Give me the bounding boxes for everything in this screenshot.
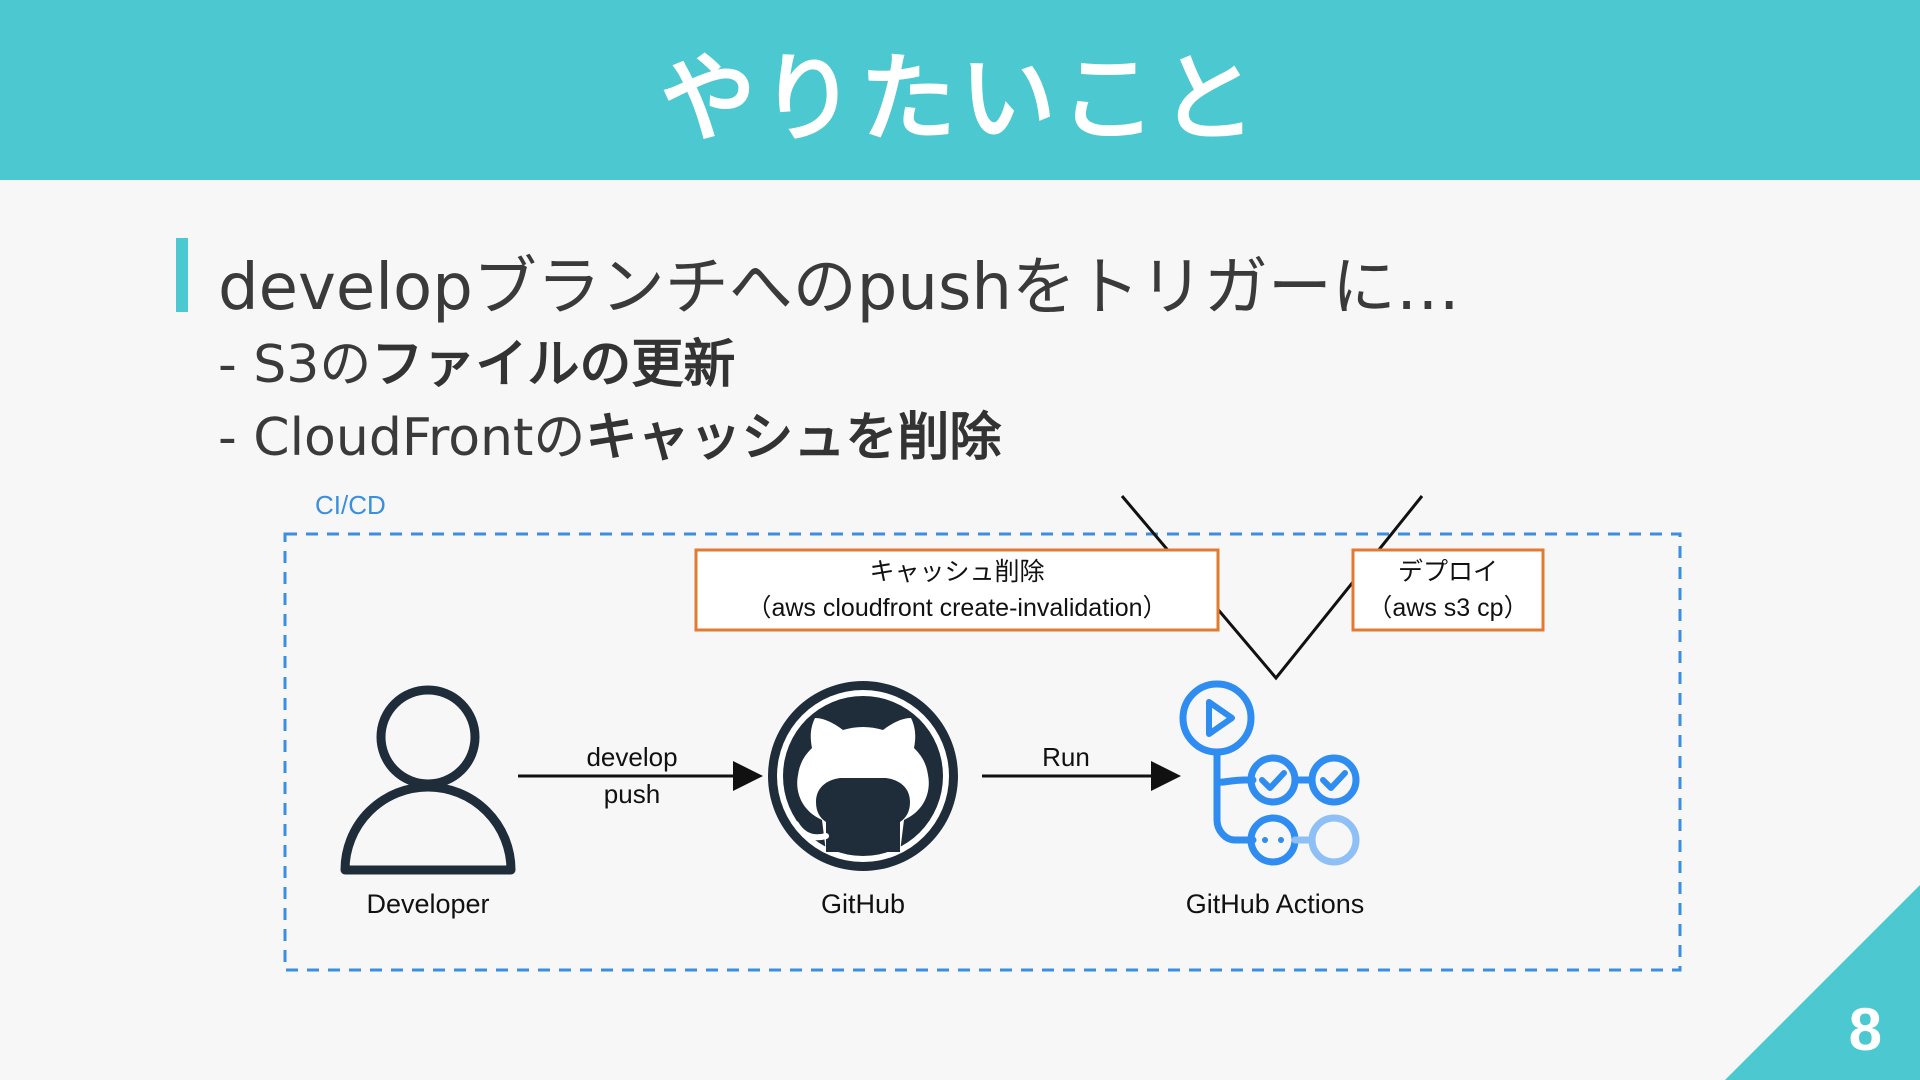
deploy-box [1351, 548, 1545, 632]
github-actions-icon [1179, 680, 1360, 866]
cicd-diagram: CI/CD キャッシュ削除 （aws cloudfront create-inv… [283, 490, 1682, 972]
page-number: 8 [1848, 996, 1882, 1063]
arrow1-label-push: push [604, 779, 660, 809]
bullet-main-text: developブランチへのpushをトリガーに… [218, 251, 1460, 325]
cicd-group-border [283, 532, 1682, 972]
deploy-command: （aws s3 cp） [1367, 594, 1528, 622]
arrow2-label-run: Run [1042, 742, 1090, 772]
deploy-title: デプロイ [1398, 558, 1498, 586]
github-icon [768, 681, 958, 871]
slide-title: やりたいこと [660, 42, 1260, 155]
arrow1-label-develop: develop [586, 742, 677, 772]
cache-delete-title: キャッシュ削除 [869, 558, 1044, 586]
page-corner-triangle [1725, 885, 1920, 1080]
sub-bullet-cloudfront: - CloudFrontのキャッシュを削除 [218, 395, 1001, 470]
title-bar: やりたいこと [0, 0, 1920, 180]
node-actions-label: GitHub Actions [1186, 889, 1365, 919]
bullet-marker [176, 238, 188, 312]
node-developer-label: Developer [366, 889, 489, 919]
group-label: CI/CD [315, 490, 386, 520]
sub-bullet-s3-prefix: - S3の [218, 335, 372, 395]
developer-icon [340, 685, 516, 875]
sub-bullet-cloudfront-prefix: - CloudFrontの [218, 408, 586, 468]
cache-delete-box [694, 548, 1220, 632]
sub-bullet-s3: - S3のファイルの更新 [218, 322, 735, 397]
sub-bullet-cloudfront-bold: キャッシュを削除 [585, 408, 1002, 468]
cache-delete-command: （aws cloudfront create-invalidation） [746, 594, 1167, 622]
sub-bullet-s3-bold: ファイルの更新 [371, 335, 736, 395]
node-github-label: GitHub [821, 889, 905, 919]
